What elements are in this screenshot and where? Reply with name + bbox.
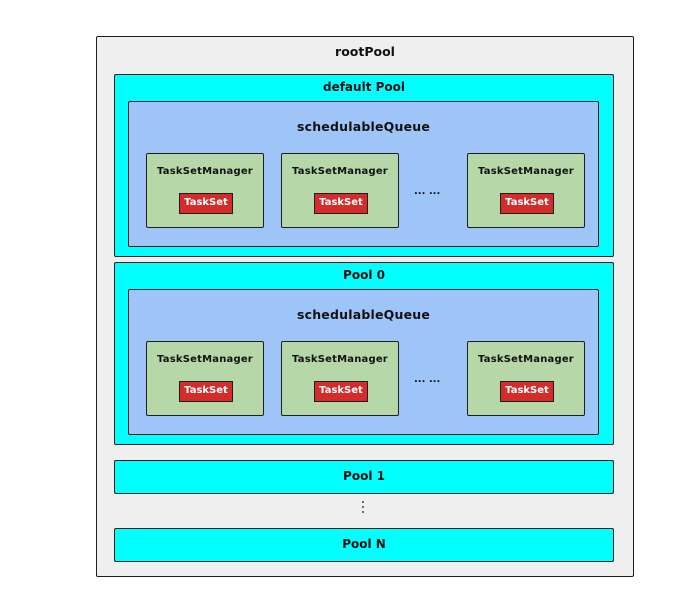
task-set: TaskSet [179, 381, 233, 402]
pool-1: Pool 1 [114, 460, 614, 494]
task-set-manager-label: TaskSetManager [292, 166, 388, 177]
default-pool-label: default Pool [322, 80, 405, 94]
task-set: TaskSet [500, 193, 554, 214]
task-set-manager: TaskSetManager TaskSet [467, 341, 585, 416]
ellipsis: ... ... [414, 374, 441, 385]
root-pool-label: rootPool [335, 44, 395, 59]
task-set-manager: TaskSetManager TaskSet [467, 153, 585, 228]
task-set-manager: TaskSetManager TaskSet [281, 153, 399, 228]
task-set: TaskSet [314, 381, 368, 402]
task-set-manager-label: TaskSetManager [157, 166, 253, 177]
pool-0: Pool 0 schedulableQueue TaskSetManager T… [114, 262, 614, 445]
task-set-manager-label: TaskSetManager [478, 354, 574, 365]
task-set: TaskSet [500, 381, 554, 402]
pool-n: Pool N [114, 528, 614, 562]
schedulable-queue: schedulableQueue TaskSetManager TaskSet … [128, 101, 599, 247]
schedulable-queue-label: schedulableQueue [296, 119, 431, 134]
task-set-manager-label: TaskSetManager [478, 166, 574, 177]
task-set: TaskSet [179, 193, 233, 214]
pool-n-label: Pool N [342, 537, 386, 551]
task-set-manager: TaskSetManager TaskSet [281, 341, 399, 416]
vertical-ellipsis [360, 498, 366, 522]
task-set-manager: TaskSetManager TaskSet [146, 341, 264, 416]
task-set-manager-label: TaskSetManager [292, 354, 388, 365]
pool-1-label: Pool 1 [343, 469, 385, 483]
default-pool: default Pool schedulableQueue TaskSetMan… [114, 74, 614, 257]
schedulable-queue: schedulableQueue TaskSetManager TaskSet … [128, 289, 599, 435]
task-set-manager: TaskSetManager TaskSet [146, 153, 264, 228]
pool-0-label: Pool 0 [343, 268, 385, 282]
ellipsis: ... ... [414, 186, 441, 197]
task-set-manager-label: TaskSetManager [157, 354, 253, 365]
task-set: TaskSet [314, 193, 368, 214]
schedulable-queue-label: schedulableQueue [296, 307, 431, 322]
